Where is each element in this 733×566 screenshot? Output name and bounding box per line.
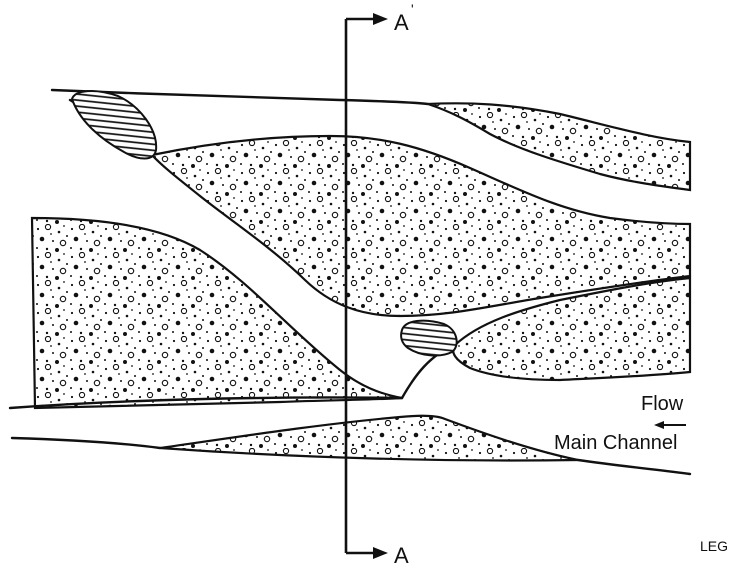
hatched-deposit-upper	[72, 91, 156, 159]
bank-bottom-left	[12, 438, 160, 448]
section-label-top: A	[394, 10, 409, 35]
main-channel-label: Main Channel	[554, 432, 677, 454]
section-label-top-prime: '	[411, 1, 414, 17]
bank-bottom-right	[578, 460, 690, 474]
bar-bottom	[160, 416, 578, 461]
legend-label: LEG	[700, 538, 728, 554]
flow-arrow-head	[654, 421, 664, 429]
hatched-deposit-lower	[401, 321, 457, 356]
section-arrow-top-head	[373, 13, 388, 25]
section-arrow-bottom-head	[373, 547, 388, 559]
section-label-bottom: A	[394, 543, 409, 566]
flow-label: Flow	[641, 393, 684, 415]
